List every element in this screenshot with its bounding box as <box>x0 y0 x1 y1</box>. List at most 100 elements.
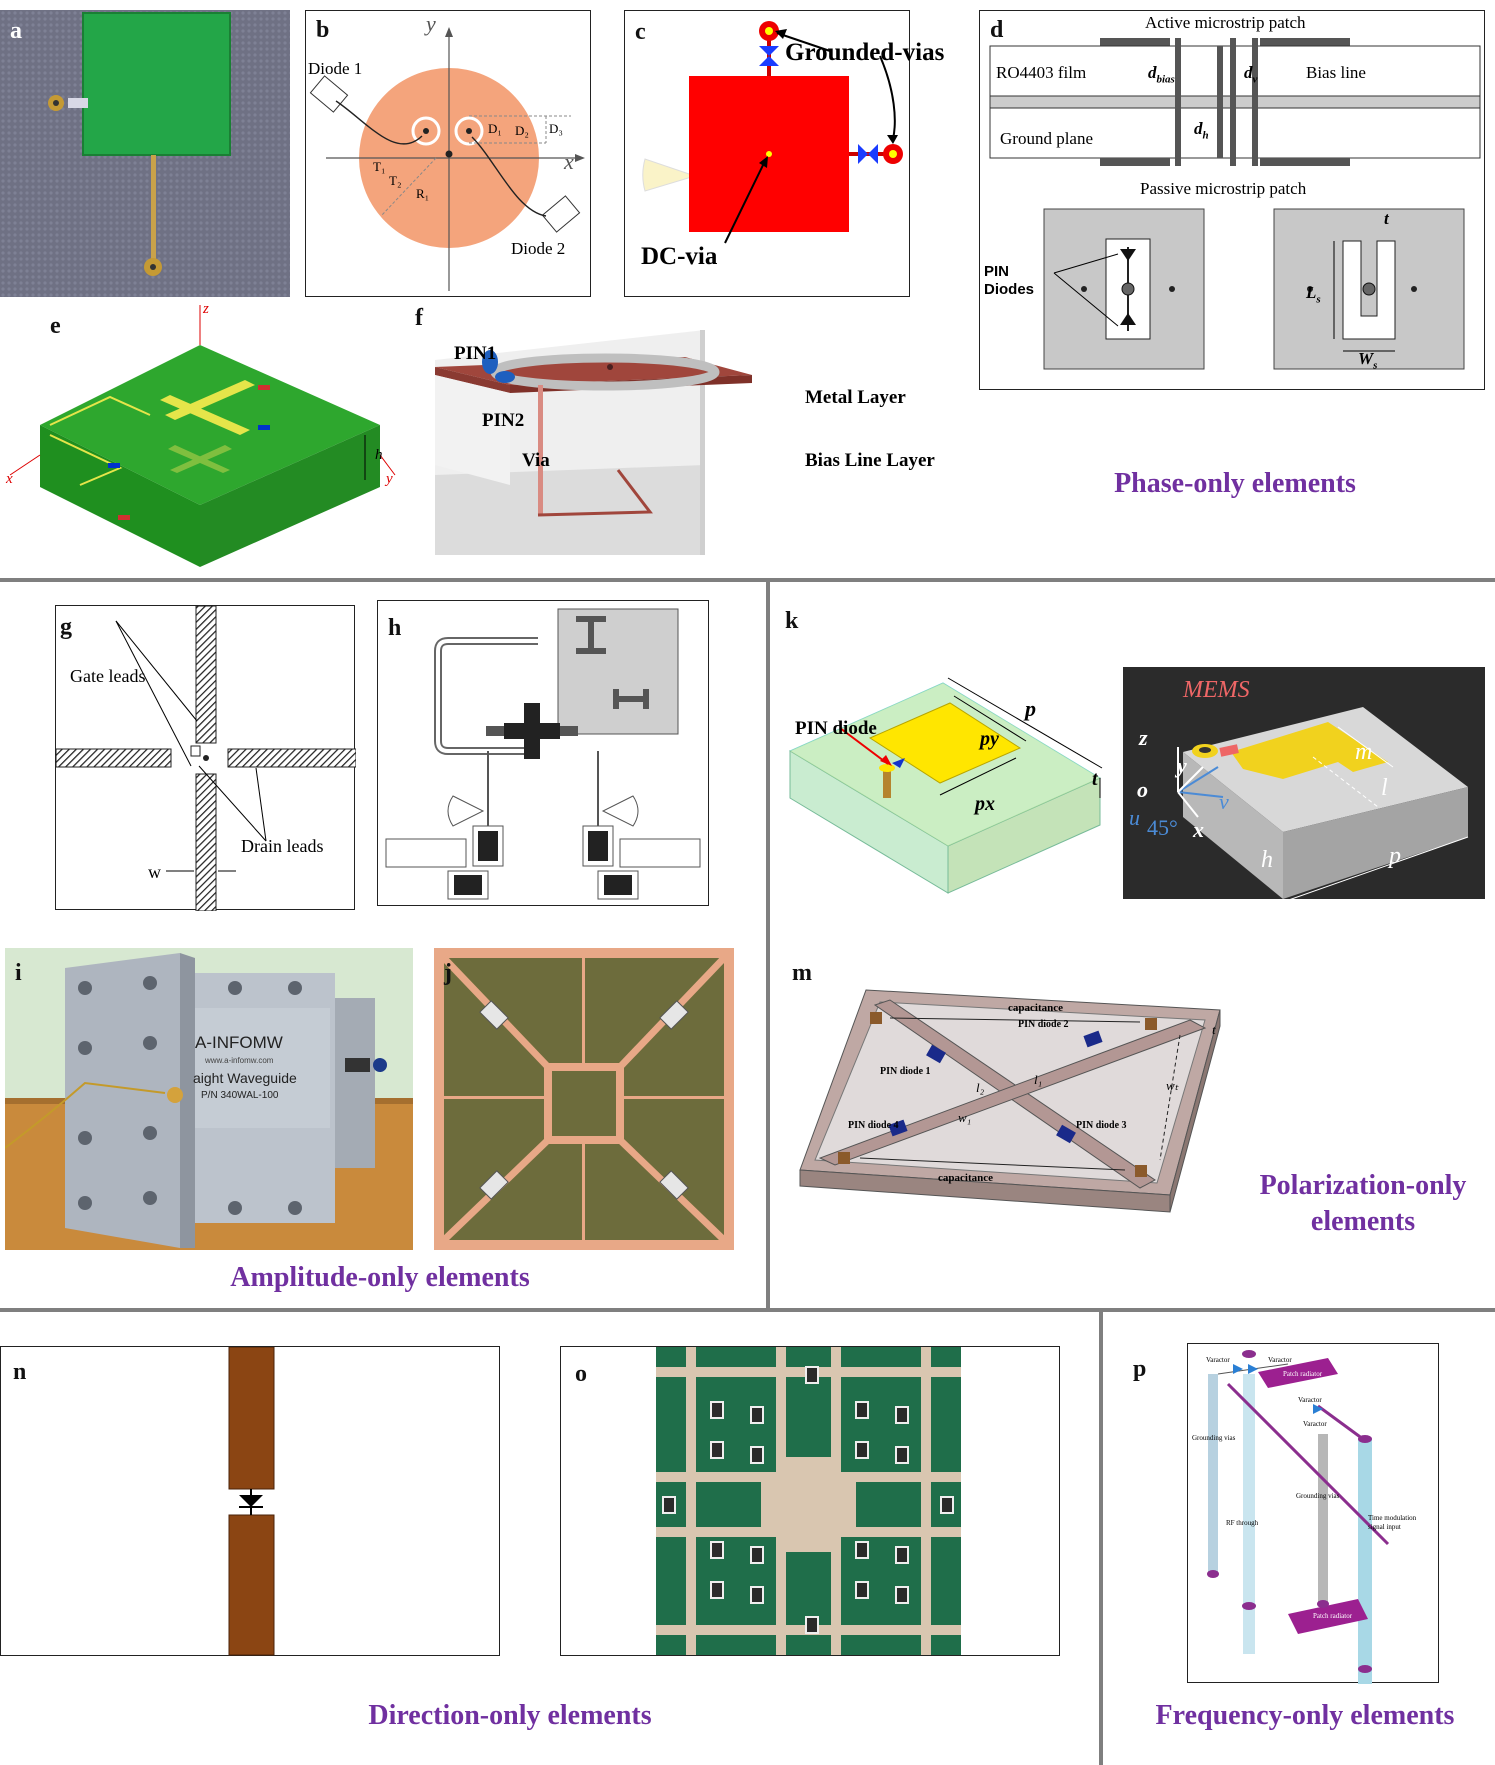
panel-label-i: i <box>15 960 22 986</box>
panel-h: h <box>377 600 709 906</box>
panel-p-diagram <box>1207 1350 1390 1684</box>
panel-label-n: n <box>13 1359 27 1385</box>
panel-i: i A-INFOMW www.a-infomw.com aight Wavegu… <box>5 948 413 1250</box>
panel-e-diagram <box>9 305 396 567</box>
k-t-label: t <box>1092 768 1098 790</box>
separator-vertical-bottom <box>1099 1308 1103 1765</box>
f-via-label: Via <box>522 450 550 471</box>
p-varactor-2: Varactor <box>1268 1356 1292 1364</box>
p-patch-radiator-2: Patch radiator <box>1313 1612 1353 1620</box>
category-frequency-only: Frequency-only elements <box>1155 1700 1455 1731</box>
p-time-modulation: Time modulation <box>1368 1514 1417 1522</box>
k-py-label: py <box>980 728 999 750</box>
p-rf-through: RF through <box>1226 1519 1259 1527</box>
category-polarization-line1: Polarization-only <box>1259 1170 1467 1201</box>
p-varactor-1: Varactor <box>1206 1356 1230 1364</box>
i-waveguide-label: aight Waveguide <box>193 1070 297 1086</box>
panel-g-diagram <box>56 606 356 911</box>
d-ls-label: Ls <box>1306 283 1321 306</box>
panel-i-photo <box>5 948 413 1250</box>
panel-o: o <box>560 1346 1060 1656</box>
l-v-label: v <box>1219 789 1229 814</box>
panel-label-e: e <box>50 313 61 339</box>
m-pd2: PIN diode 2 <box>1018 1019 1069 1030</box>
panel-f: f PIN1 PIN2 Metal Layer Via Bias Line La… <box>415 305 970 575</box>
d-ws-label: Ws <box>1358 349 1378 372</box>
e-axis-y: y <box>386 471 393 487</box>
d-passive-patch-label: Passive microstrip patch <box>1140 179 1307 198</box>
panel-l: l MEMS z y o u v 45° x m l h p <box>1123 667 1485 899</box>
panel-label-g: g <box>60 614 72 640</box>
panel-label-d: d <box>990 17 1004 43</box>
d-biasline-label: Bias line <box>1306 63 1366 82</box>
separator-horizontal-2 <box>0 1308 1495 1312</box>
l-o-label: o <box>1137 777 1148 802</box>
panel-e: e z x y h <box>0 301 420 575</box>
p-varactor-3: Varactor <box>1298 1396 1322 1404</box>
m-pd3: PIN diode 3 <box>1076 1120 1127 1131</box>
panel-label-c: c <box>635 19 646 45</box>
b-t1: T₁ <box>373 159 386 174</box>
panel-l-diagram <box>1123 667 1485 899</box>
panel-p: p Varactor Varactor Varactor Varactor Pa… <box>1133 1343 1439 1684</box>
f-bias-label: Bias Line Layer <box>805 450 935 471</box>
panel-a-photo <box>0 10 290 297</box>
panel-label-b: b <box>316 17 330 43</box>
l-z-label: z <box>1139 725 1148 750</box>
d-t-label: t <box>1384 209 1389 228</box>
b-t2: T₂ <box>389 173 402 188</box>
d-film-label: RO4403 film <box>996 63 1087 82</box>
f-pin2-label: PIN2 <box>482 410 525 431</box>
d-dv-label: dv <box>1244 63 1258 86</box>
c-grounded-vias-label: Grounded-vias <box>785 39 945 66</box>
category-polarization-line2: elements <box>1310 1206 1416 1237</box>
panel-n-diagram <box>228 1347 275 1656</box>
m-cap-top: capacitance <box>1008 1002 1063 1014</box>
m-t: t <box>1212 1022 1216 1037</box>
m-pd4: PIN diode 4 <box>848 1120 899 1131</box>
category-amplitude-only: Amplitude-only elements <box>230 1262 530 1293</box>
panel-label-p: p <box>1133 1356 1147 1382</box>
i-pn-label: P/N 340WAL-100 <box>201 1090 279 1101</box>
panel-b-diagram <box>309 27 585 291</box>
b-diode2-label: Diode 2 <box>511 239 566 258</box>
panel-h-diagram <box>385 608 701 900</box>
panel-label-a: a <box>10 18 22 44</box>
l-h-label: h <box>1261 847 1273 873</box>
g-gate-leads-label: Gate leads <box>70 666 146 686</box>
panel-label-o: o <box>575 1361 587 1387</box>
panel-k-diagram <box>788 677 1103 894</box>
category-direction-only: Direction-only elements <box>368 1700 652 1731</box>
p-patch-radiator-1: Patch radiator <box>1283 1370 1323 1378</box>
d-pin-label: PIN <box>984 263 1010 280</box>
f-pin1-label: PIN1 <box>454 343 497 364</box>
panel-k: k p py px t PIN diode <box>780 598 1110 898</box>
l-x-label: x <box>1193 817 1204 842</box>
panel-o-photo <box>656 1347 961 1655</box>
i-brand-label: A-INFOMW <box>195 1033 283 1052</box>
panel-m: m capacitance capacitance PIN diode 1 PI… <box>780 950 1230 1250</box>
panel-d-diagram <box>989 38 1481 370</box>
m-l1: l₁ <box>1034 1072 1043 1087</box>
separator-horizontal-1 <box>0 578 1495 582</box>
m-pd1: PIN diode 1 <box>880 1066 931 1077</box>
d-dh-label: dh <box>1194 119 1209 142</box>
panel-label-k: k <box>785 608 799 634</box>
panel-m-diagram <box>799 989 1221 1213</box>
panel-j-photo <box>434 948 734 1250</box>
panel-c-diagram <box>642 21 903 244</box>
p-varactor-4: Varactor <box>1303 1420 1327 1428</box>
panel-d: d Active microstrip patch RO4403 film db… <box>979 10 1485 390</box>
p-grounding-vias-1: Grounding vias <box>1192 1434 1236 1442</box>
p-time-modulation-2: signal input <box>1368 1523 1401 1531</box>
b-d1: D₁ <box>488 121 502 136</box>
panel-label-f: f <box>415 305 423 331</box>
l-p-label: p <box>1389 843 1401 869</box>
b-axis-x: x <box>564 149 574 174</box>
panel-label-h: h <box>388 615 402 641</box>
d-dbias-label: dbias <box>1148 63 1175 86</box>
panel-b: b y x Diode 1 Diode 2 D₁ D₂ D₃ T₁ T₂ R₁ <box>305 10 591 297</box>
k-px-label: px <box>975 793 995 815</box>
panel-label-j: j <box>444 960 452 986</box>
b-d3: D₃ <box>549 121 563 136</box>
